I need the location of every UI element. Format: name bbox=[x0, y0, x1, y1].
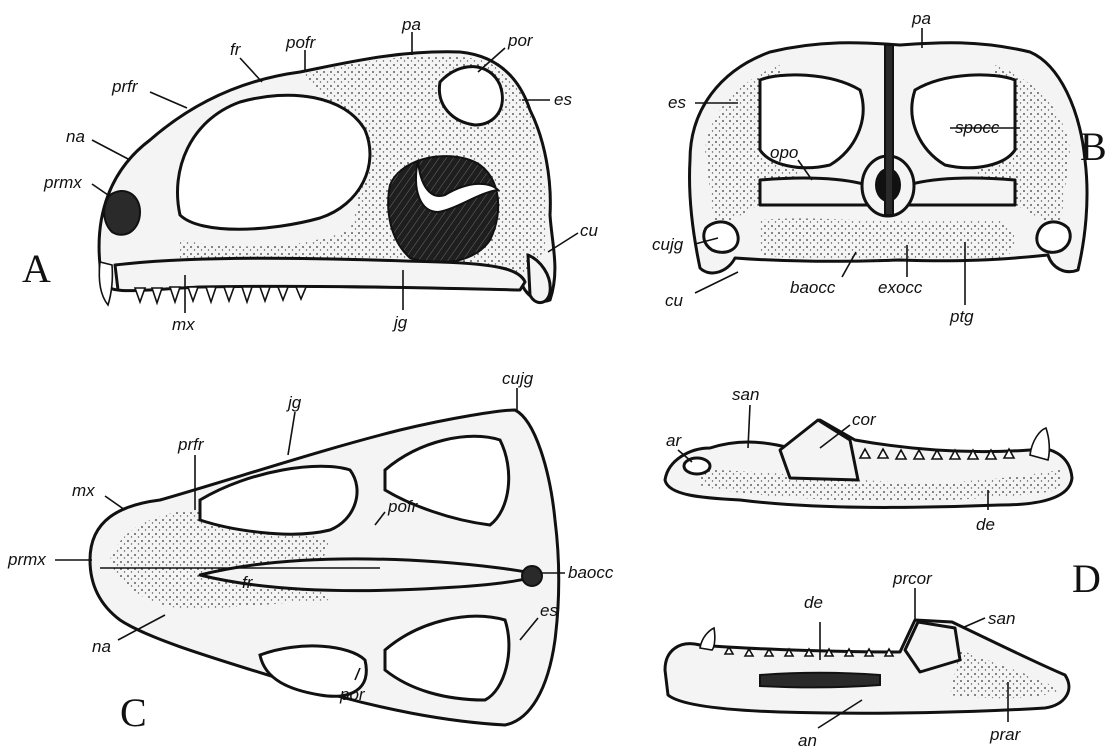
label-c-fr: fr bbox=[242, 573, 254, 592]
label-a-prfr: prfr bbox=[111, 77, 139, 96]
label-d-ar: ar bbox=[666, 431, 682, 450]
label-a-mx: mx bbox=[172, 315, 195, 334]
label-c-cujg: cujg bbox=[502, 369, 534, 388]
label-b-cu: cu bbox=[665, 291, 684, 310]
panel-a-lateral-skull bbox=[99, 52, 555, 305]
label-d-prar: prar bbox=[989, 725, 1022, 744]
label-c-prmx: prmx bbox=[7, 550, 46, 569]
label-a-jg: jg bbox=[392, 313, 408, 332]
label-a-fr: fr bbox=[230, 40, 242, 59]
label-d-prcor: prcor bbox=[892, 569, 933, 588]
label-b-pa: pa bbox=[911, 9, 931, 28]
label-a-pofr: pofr bbox=[285, 33, 317, 52]
label-d-san-bottom: san bbox=[988, 609, 1015, 628]
label-a-na: na bbox=[66, 127, 85, 146]
panel-letter-d: D bbox=[1072, 556, 1101, 601]
label-a-prmx: prmx bbox=[43, 173, 82, 192]
label-c-prfr: prfr bbox=[177, 435, 205, 454]
label-b-baocc: baocc bbox=[790, 278, 836, 297]
label-d-cor: cor bbox=[852, 410, 877, 429]
label-d-san-top: san bbox=[732, 385, 759, 404]
label-c-por: por bbox=[339, 685, 366, 704]
label-a-pa: pa bbox=[401, 15, 421, 34]
label-b-ptg: ptg bbox=[949, 307, 974, 326]
label-d-de-bottom: de bbox=[804, 593, 823, 612]
panel-letter-a: A bbox=[22, 246, 51, 291]
label-b-spocc: spocc bbox=[955, 118, 1000, 137]
label-a-cu: cu bbox=[580, 221, 599, 240]
panel-letter-b: B bbox=[1080, 124, 1107, 169]
label-c-baocc: baocc bbox=[568, 563, 614, 582]
panel-c-dorsal-skull bbox=[90, 410, 559, 725]
label-d-an: an bbox=[798, 731, 817, 750]
label-b-opo: opo bbox=[770, 143, 798, 162]
label-b-exocc: exocc bbox=[878, 278, 923, 297]
label-d-de-top: de bbox=[976, 515, 995, 534]
label-a-es: es bbox=[554, 90, 572, 109]
label-c-pofr: pofr bbox=[387, 497, 419, 516]
panel-b-occipital-skull bbox=[689, 43, 1087, 273]
label-c-na: na bbox=[92, 637, 111, 656]
label-c-es: es bbox=[540, 601, 558, 620]
panel-letter-c: C bbox=[120, 690, 147, 735]
label-b-es: es bbox=[668, 93, 686, 112]
label-c-mx: mx bbox=[72, 481, 95, 500]
label-a-por: por bbox=[507, 31, 534, 50]
label-b-cujg: cujg bbox=[652, 235, 684, 254]
label-c-jg: jg bbox=[286, 393, 302, 412]
panel-d-mandibles bbox=[665, 420, 1072, 713]
